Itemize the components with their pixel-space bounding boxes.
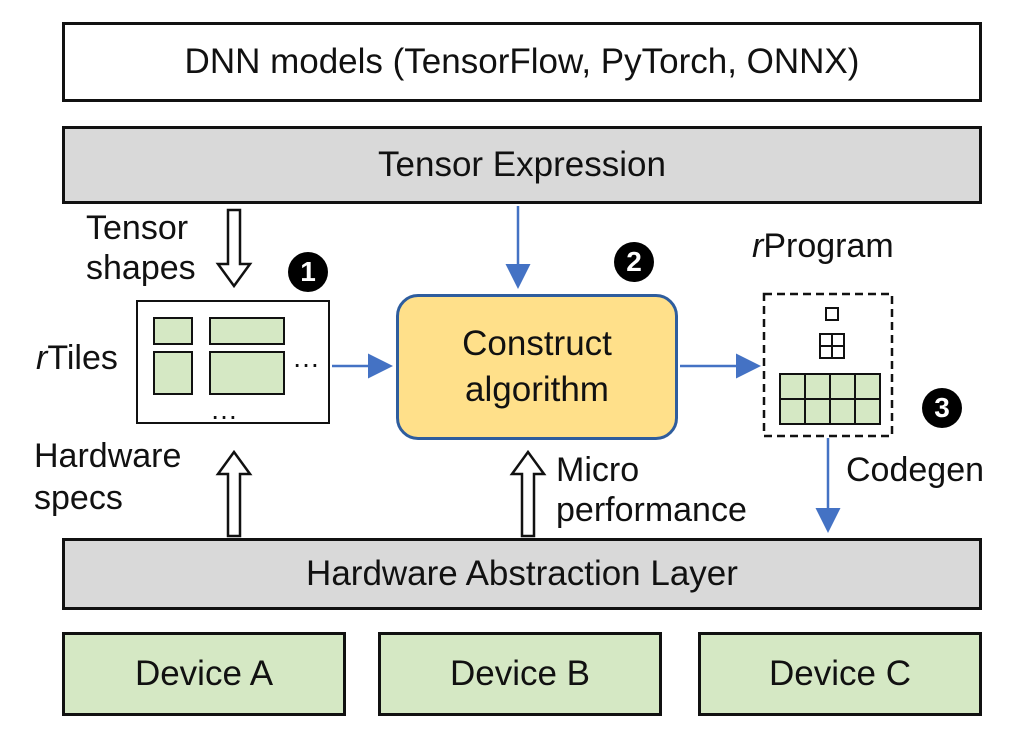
rtiles-prefix: r (36, 339, 48, 377)
rprogram-prefix: r (752, 227, 764, 265)
micro-performance-label-line2: performance (556, 491, 747, 529)
rprogram-small-square (825, 307, 839, 321)
rtiles-ellipsis-bottom: … (210, 394, 238, 425)
tensor-expression-label: Tensor Expression (378, 145, 666, 184)
rprogram-contents (779, 307, 881, 425)
step-2-badge: 2 (614, 242, 654, 282)
rtiles-ellipsis-right: … (292, 342, 320, 373)
rtiles-suffix: Tiles (47, 339, 118, 377)
arrow-micro-performance (509, 449, 547, 538)
rtiles-tiles (153, 317, 285, 395)
tile-wide-bottom (209, 351, 285, 395)
arrow-tensor-shapes (215, 208, 253, 289)
device-a-label: Device A (134, 654, 274, 693)
rtiles-label: rTiles (36, 338, 118, 378)
tile-wide-top (209, 317, 285, 345)
arrow-hardware-specs (215, 449, 253, 538)
construct-label-line2: algorithm (465, 370, 609, 409)
hollow-arrows (215, 208, 547, 538)
tile-small-bottom (153, 351, 193, 395)
hardware-abstraction-layer-label: Hardware Abstraction Layer (306, 554, 738, 593)
dnn-models-box: DNN models (TensorFlow, PyTorch, ONNX) (62, 22, 982, 102)
codegen-label: Codegen (846, 451, 985, 489)
rprogram-suffix: Program (763, 227, 894, 265)
construct-algorithm-box: Construct algorithm (396, 294, 678, 440)
dnn-models-label: DNN models (TensorFlow, PyTorch, ONNX) (184, 42, 860, 81)
rprogram-label: rProgram (752, 226, 894, 266)
construct-label-line1: Construct (462, 324, 612, 363)
blue-arrows (332, 206, 841, 533)
tensor-shapes-label-line2: shapes (86, 249, 196, 287)
hardware-specs-label-line2: specs (34, 479, 123, 517)
hardware-abstraction-layer-box: Hardware Abstraction Layer (62, 538, 982, 610)
micro-performance-label-line1: Micro (556, 451, 640, 489)
step-3-badge: 3 (922, 388, 962, 428)
tensor-expression-box: Tensor Expression (62, 126, 982, 204)
device-a-box: Device A (62, 632, 346, 716)
tensor-shapes-label-line1: Tensor (86, 209, 189, 247)
hardware-specs-label-line1: Hardware (34, 437, 182, 475)
device-c-box: Device C (698, 632, 982, 716)
device-c-label: Device C (769, 654, 911, 693)
step-1-badge: 1 (288, 252, 328, 292)
device-b-label: Device B (449, 654, 591, 693)
device-b-box: Device B (378, 632, 662, 716)
tile-small-top (153, 317, 193, 345)
